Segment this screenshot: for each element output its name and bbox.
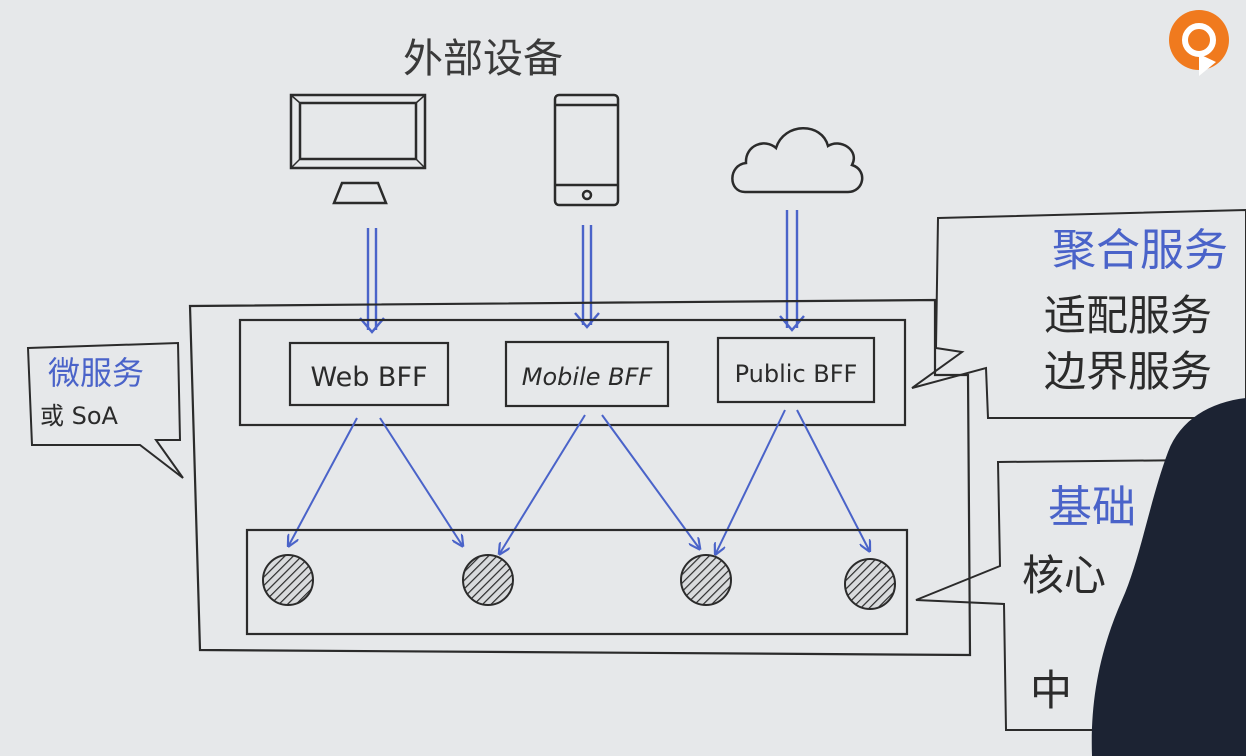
cloud-icon [731,127,864,194]
callout-right-bottom-line2: 中 [1030,666,1072,715]
callout-left-subtitle: 或 SoA [40,402,119,430]
callout-right-top-line2: 边界服务 [1044,347,1212,396]
bff-mobile-label: Mobile BFF [522,363,654,391]
presenter-silhouette [1091,398,1246,756]
desktop-monitor-icon [289,93,427,205]
callout-left-title: 微服务 [48,354,144,392]
service-node [680,554,732,606]
heading-text: 外部设备 [403,36,563,82]
bff-web-label: Web BFF [310,362,427,393]
callout-left-bubble [26,341,184,479]
bff-public: Public BFF [716,336,876,404]
bff-public-label: Public BFF [735,360,858,388]
callout-right-top-title: 聚合服务 [1052,225,1228,276]
orange-logo-icon [1169,10,1229,76]
bff-mobile: Mobile BFF [504,340,670,408]
mobile-phone-icon [553,93,620,207]
callout-right-bottom-title: 基础 [1048,482,1136,533]
base-services-box [245,528,909,636]
service-node [844,558,896,610]
service-node [462,554,514,606]
callout-right-bottom-line1: 核心 [1022,551,1106,600]
bff-layer-box [238,318,907,427]
callout-right-top-line1: 适配服务 [1044,291,1212,340]
microservice-boundary [188,298,972,657]
service-node [262,554,314,606]
bff-web: Web BFF [288,341,450,407]
callout-right-top-bubble [911,208,1246,419]
